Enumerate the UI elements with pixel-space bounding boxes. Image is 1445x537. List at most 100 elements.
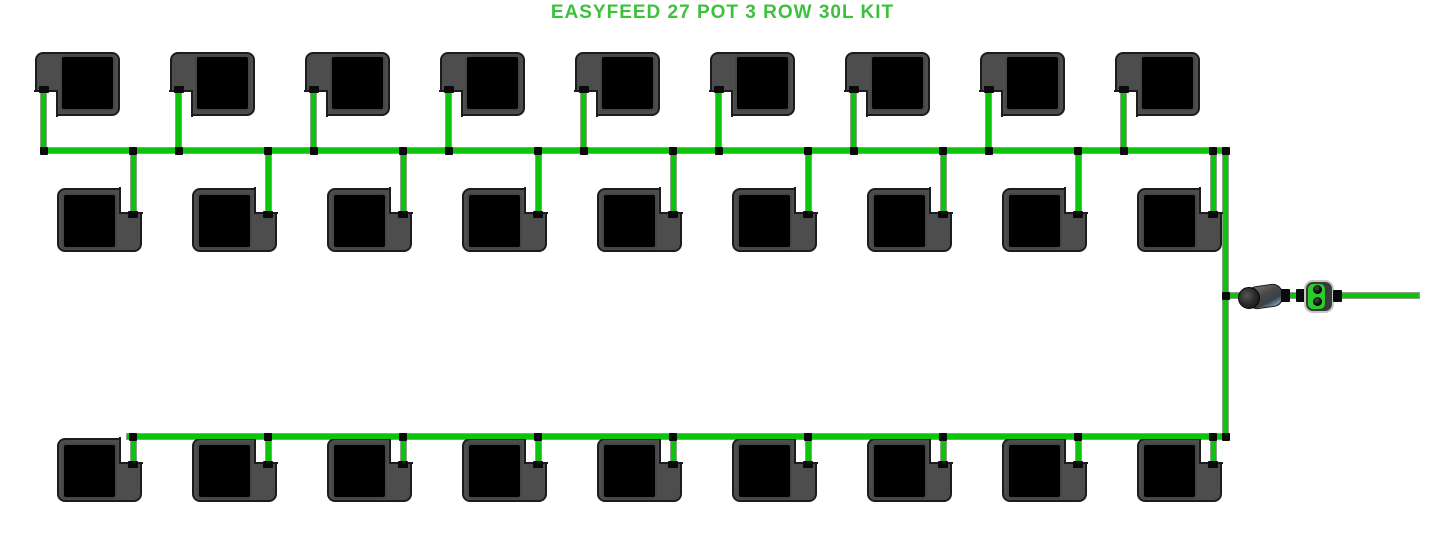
pot-30l	[304, 52, 390, 150]
pot-30l	[732, 436, 818, 502]
tube-outlet-connector	[668, 461, 678, 468]
feed-tube	[941, 154, 946, 212]
pot-notch	[34, 90, 58, 117]
pot-30l	[57, 154, 143, 252]
pot-hole	[62, 443, 117, 499]
feed-tube	[446, 92, 451, 150]
tee-connector	[264, 433, 272, 441]
pot-30l	[732, 154, 818, 252]
pot-30l	[327, 154, 413, 252]
tube-outlet-connector	[1119, 86, 1129, 93]
pot-30l	[1137, 154, 1223, 252]
tee-connector	[939, 147, 947, 155]
tube-outlet-connector	[309, 86, 319, 93]
pot-30l	[597, 154, 683, 252]
tee-connector	[399, 433, 407, 441]
tube-outlet-connector	[803, 461, 813, 468]
tee-connector	[310, 147, 318, 155]
bottom-manifold-pipe	[127, 434, 1229, 439]
pot-30l	[192, 436, 278, 502]
pump-cap	[1238, 287, 1260, 309]
pot-hole	[1142, 193, 1197, 249]
tee-connector	[445, 147, 453, 155]
tee-connector	[1120, 147, 1128, 155]
tube-outlet-connector	[714, 86, 724, 93]
tee-connector	[1074, 147, 1082, 155]
tee-connector	[1209, 147, 1217, 155]
pot-30l	[1002, 436, 1088, 502]
inline-pump-fitting	[1238, 282, 1285, 311]
tube-outlet-connector	[1208, 211, 1218, 218]
pot-hole	[602, 443, 657, 499]
pot-notch	[979, 90, 1003, 117]
feed-tube	[311, 92, 316, 150]
pot-notch	[574, 90, 598, 117]
pot-30l	[867, 154, 953, 252]
tee-connector	[40, 147, 48, 155]
tube-outlet-connector	[938, 211, 948, 218]
tube-outlet-connector	[398, 461, 408, 468]
tee-connector	[715, 147, 723, 155]
tube-outlet-connector	[579, 86, 589, 93]
pot-notch	[844, 90, 868, 117]
pot-notch	[169, 90, 193, 117]
feed-tube	[266, 154, 271, 212]
feed-tube	[401, 154, 406, 212]
kit-title: EASYFEED 27 POT 3 ROW 30L KIT	[550, 2, 895, 23]
tube-outlet-connector	[938, 461, 948, 468]
tee-connector	[129, 433, 137, 441]
feed-tube	[806, 154, 811, 212]
feed-tube	[131, 154, 136, 212]
pot-30l	[1002, 154, 1088, 252]
elbow-connector	[1222, 147, 1230, 155]
tube-outlet-connector	[803, 211, 813, 218]
tube-outlet-connector	[398, 211, 408, 218]
pot-hole	[197, 193, 252, 249]
tee-connector	[534, 433, 542, 441]
pot-hole	[60, 55, 115, 111]
pot-30l	[709, 52, 795, 150]
tee-connector	[985, 147, 993, 155]
feed-tube	[851, 92, 856, 150]
pot-hole	[62, 193, 117, 249]
tube-outlet-connector	[128, 211, 138, 218]
tube-outlet-connector	[533, 211, 543, 218]
pot-hole	[197, 443, 252, 499]
pot-hole	[465, 55, 520, 111]
tee-connector	[534, 147, 542, 155]
pot-30l	[462, 154, 548, 252]
pot-30l	[979, 52, 1065, 150]
pot-notch	[304, 90, 328, 117]
top-manifold-pipe	[43, 148, 1229, 153]
tube-outlet-connector	[849, 86, 859, 93]
feed-tube	[1076, 154, 1081, 212]
pot-hole	[332, 443, 387, 499]
tee-connector	[804, 433, 812, 441]
pot-hole	[872, 193, 927, 249]
tee-connector	[850, 147, 858, 155]
feed-tube	[716, 92, 721, 150]
tube-outlet-connector	[263, 211, 273, 218]
tee-connector	[939, 433, 947, 441]
tube-outlet-connector	[39, 86, 49, 93]
pot-30l	[574, 52, 660, 150]
pot-30l	[34, 52, 120, 150]
pot-30l	[1114, 52, 1200, 150]
feed-tube	[1121, 92, 1126, 150]
pot-hole	[600, 55, 655, 111]
tee-connector	[580, 147, 588, 155]
pot-hole	[467, 193, 522, 249]
easyfeed-doser-valve	[1304, 280, 1334, 313]
pot-30l	[462, 436, 548, 502]
pot-30l	[192, 154, 278, 252]
pot-hole	[735, 55, 790, 111]
pot-hole	[467, 443, 522, 499]
pot-30l	[597, 436, 683, 502]
pot-hole	[872, 443, 927, 499]
pot-hole	[737, 193, 792, 249]
tee-connector	[669, 433, 677, 441]
pot-hole	[195, 55, 250, 111]
tube-outlet-connector	[1073, 461, 1083, 468]
tube-outlet-connector	[1073, 211, 1083, 218]
feed-tube	[986, 92, 991, 150]
